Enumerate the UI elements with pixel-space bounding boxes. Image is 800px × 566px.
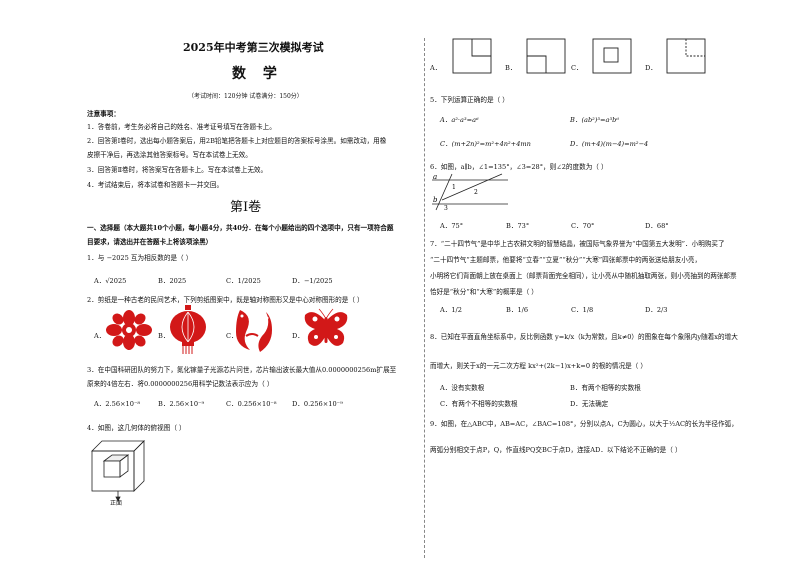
exam-title: 2025年中考第三次模拟考试 <box>183 41 324 54</box>
q6-option-b: B．73° <box>506 222 530 230</box>
question-6-stem: 6．如图，a∥b，∠1=135°，∠3=28°，则∠2的度数为（ ） <box>430 163 608 171</box>
q5-option-a: A．a²·a³=a⁶ <box>440 116 479 124</box>
note-item: 4．考试结束后，将本试卷和答题卡一并交回。 <box>87 181 224 189</box>
q7-option-d: D．2/3 <box>645 306 668 314</box>
question-8-stem: 而增大，则关于x的一元二次方程 kx²+(2k−1)x+k=0 的根的情况是（ … <box>430 362 647 370</box>
q5-option-d: D．(m+4)(m−4)=m²−4 <box>570 140 649 148</box>
q8-option-c: C．有两个不相等的实数根 <box>440 400 518 408</box>
question-7-stem: 小明将它们背面朝上放在桌面上（邮票背面完全相同），让小亮从中随机抽取两张，则小亮… <box>430 272 737 280</box>
q7-option-c: C．1/8 <box>571 306 594 314</box>
parallel-lines-figure: a b 1 2 3 <box>430 172 510 212</box>
q4-option-b-figure <box>526 38 566 74</box>
q4-option-a-figure <box>452 38 492 74</box>
flower-papercut-image <box>106 310 152 350</box>
question-2-stem: 2．剪纸是一种古老的民间艺术，下列剪纸图案中，既是轴对称图形又是中心对称图形的是… <box>87 296 364 304</box>
q2-label-c: C． <box>226 332 238 340</box>
q6-option-d: D．68° <box>645 222 669 230</box>
angle-2-label: 2 <box>474 189 478 196</box>
q5-option-b: B．(ab²)³=a³b⁶ <box>570 116 619 124</box>
q1-option-c: C．1/2025 <box>226 277 261 285</box>
question-4-stem: 4．如图，这几何体的俯视图（ ） <box>87 424 186 432</box>
question-3-stem: 原来的4倍左右．将0.0000000256用科学记数法表示应为（ ） <box>87 380 274 388</box>
q6-option-a: A．75° <box>440 222 464 230</box>
q6-option-c: C．70° <box>571 222 595 230</box>
front-view-caption: 正面 <box>110 500 123 507</box>
question-9-stem: 两弧分别相交于点P，Q，作直线PQ交BC于点D，连接AD．以下结论不正确的是（ … <box>430 446 682 454</box>
q3-option-c: C．0.256×10⁻⁸ <box>226 400 277 408</box>
q4-option-d-figure <box>666 38 706 74</box>
q1-option-a: A．√2025 <box>94 277 127 285</box>
part-title: 第Ⅰ卷 <box>230 200 262 215</box>
q5-option-c: C．(m+2n)²=m²+4n²+4mn <box>440 140 531 148</box>
lantern-papercut-image <box>168 305 208 355</box>
geometry-solid-figure <box>88 437 148 509</box>
q3-option-a: A．2.56×10⁻⁸ <box>94 400 141 408</box>
exam-info: （考试时间：120分钟 试卷满分：150分） <box>188 93 303 100</box>
section-instruction: 目要求，请选出并在答题卡上将该项涂黑） <box>87 238 213 246</box>
q8-option-d: D．无法确定 <box>570 400 609 408</box>
q8-option-b: B．有两个相等的实数根 <box>570 384 641 392</box>
q7-option-a: A．1/2 <box>440 306 462 314</box>
q4-option-b: B． <box>505 64 517 72</box>
q8-option-a: A．没有实数根 <box>440 384 485 392</box>
subject-title: 数 学 <box>232 66 283 82</box>
line-b-label: b <box>433 196 438 204</box>
question-1-stem: 1．与 −2025 互为相反数的是（ ） <box>87 254 193 262</box>
question-8-stem: 8．已知在平面直角坐标系中，反比例函数 y=k/x（k为常数，且k≠0）的图象在… <box>430 333 738 341</box>
question-7-stem: 恰好是“秋分”和“大寒”的概率是（ ） <box>430 288 538 296</box>
q4-option-c: C． <box>571 64 583 72</box>
question-9-stem: 9．如图，在△ABC中，AB=AC，∠BAC=108°，分别以点A，C为圆心，以… <box>430 420 738 428</box>
fold-divider <box>424 38 425 558</box>
note-item: 2．回答第Ⅰ卷时，选出每小题答案后，用2B铅笔把答题卡上对应题目的答案标号涂黑。… <box>87 137 387 145</box>
note-item: 1．答卷前，考生务必将自己的姓名、准考证号填写在答题卡上。 <box>87 123 276 131</box>
note-item: 3．回答第Ⅱ卷时，将答案写在答题卡上。写在本试卷上无效。 <box>87 166 268 174</box>
butterfly-papercut-image <box>303 307 349 353</box>
notes-heading: 注意事项： <box>87 110 120 118</box>
q4-option-c-figure <box>592 38 632 74</box>
q3-option-d: D．0.256×10⁻⁹ <box>292 400 343 408</box>
q7-option-b: B．1/6 <box>506 306 529 314</box>
q1-option-d: D．−1/2025 <box>292 277 333 285</box>
question-7-stem: “二十四节气”主题邮票，他要将“立春”“立夏”“秋分”“大寒”四张邮票中的两张送… <box>430 256 702 264</box>
q2-label-a: A． <box>94 332 106 340</box>
section-instruction: 一、选择题（本大题共10个小题，每小题4分，共40分．在每个小题给出的四个选项中… <box>87 224 394 232</box>
q1-option-b: B．2025 <box>158 277 187 285</box>
question-3-stem: 3．在中国科研团队的努力下，氮化镓量子光源芯片问世，芯片输出波长最大值从0.00… <box>87 366 397 374</box>
q3-option-b: B．2.56×10⁻⁹ <box>158 400 205 408</box>
line-a-label: a <box>433 173 437 181</box>
q2-label-b: B． <box>158 332 170 340</box>
question-5-stem: 5．下列运算正确的是（ ） <box>430 96 509 104</box>
angle-3-label: 3 <box>444 205 448 212</box>
question-7-stem: 7．“二十四节气”是中华上古农耕文明的智慧结晶，被国际气象界誉为“中国第五大发明… <box>430 240 725 248</box>
q2-label-d: D． <box>292 332 304 340</box>
fish-papercut-image <box>232 306 274 354</box>
angle-1-label: 1 <box>452 184 456 191</box>
note-item: 皮擦干净后，再选涂其他答案标号。写在本试卷上无效。 <box>87 151 252 159</box>
q4-option-d: D． <box>645 64 657 72</box>
q4-option-a: A． <box>430 64 442 72</box>
